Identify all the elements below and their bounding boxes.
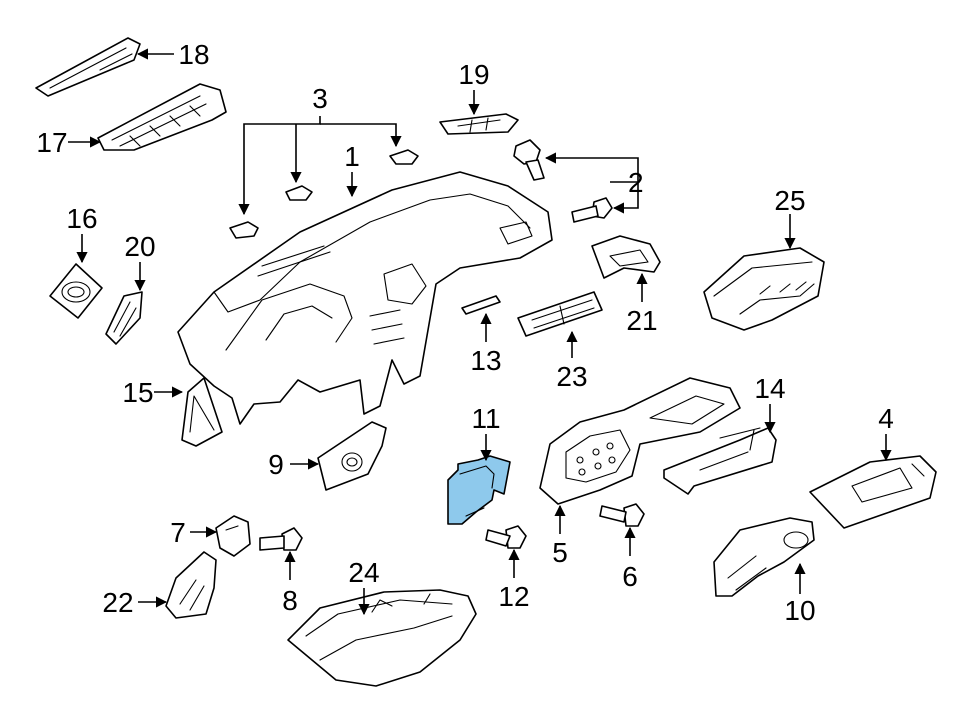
callout-15: 15 xyxy=(122,377,153,408)
part-2-bolts xyxy=(513,139,613,223)
part-16-switch-bezel xyxy=(49,263,103,319)
part-12-bolt xyxy=(485,525,527,549)
callout-7: 7 xyxy=(170,517,186,548)
callout-24: 24 xyxy=(348,557,379,588)
part-21-side-vent xyxy=(591,235,661,279)
part-4-trim-bezel xyxy=(809,455,937,529)
callout-3: 3 xyxy=(312,83,328,114)
part-11-bracket-highlighted xyxy=(447,455,511,525)
callout-21: 21 xyxy=(626,305,657,336)
callout-23: 23 xyxy=(556,361,587,392)
part-3-clips xyxy=(229,149,419,239)
part-5-instrument-cluster xyxy=(539,377,741,505)
callout-4: 4 xyxy=(878,403,894,434)
callout-labels: 1 2 3 4 5 6 7 8 9 10 11 12 13 14 15 16 1… xyxy=(36,39,893,626)
part-22-side-trim xyxy=(165,551,217,619)
callout-8: 8 xyxy=(282,585,298,616)
leader-lines xyxy=(68,48,892,616)
callout-17: 17 xyxy=(36,127,67,158)
callout-22: 22 xyxy=(102,587,133,618)
part-6-bolt xyxy=(599,503,645,527)
part-15-end-cap xyxy=(181,377,223,447)
part-17-defroster-grille xyxy=(97,83,227,151)
part-7-connector xyxy=(215,515,251,557)
callout-2: 2 xyxy=(628,167,644,198)
callout-12: 12 xyxy=(498,581,529,612)
part-19-vent xyxy=(439,113,519,135)
part-24-glove-box xyxy=(287,589,477,687)
part-23-center-vent xyxy=(517,291,603,337)
part-10-lower-bracket xyxy=(713,517,815,597)
callout-6: 6 xyxy=(622,561,638,592)
part-14-bracket xyxy=(663,427,777,495)
callout-9: 9 xyxy=(268,449,284,480)
callout-20: 20 xyxy=(124,231,155,262)
part-25-airbag-module xyxy=(703,247,825,331)
callout-10: 10 xyxy=(784,595,815,626)
part-9-switch-module xyxy=(317,421,387,491)
callout-14: 14 xyxy=(754,373,785,404)
part-13-small-cover xyxy=(461,295,501,315)
callout-11: 11 xyxy=(471,403,500,434)
callout-5: 5 xyxy=(552,537,568,568)
part-18-trim-strip xyxy=(35,37,141,97)
part-8-bolt xyxy=(259,527,303,551)
callout-19: 19 xyxy=(458,59,489,90)
callout-18: 18 xyxy=(178,39,209,70)
callout-1: 1 xyxy=(344,141,360,172)
callout-25: 25 xyxy=(774,185,805,216)
callout-13: 13 xyxy=(470,345,501,376)
callout-16: 16 xyxy=(66,203,97,234)
part-20-side-cover xyxy=(105,291,143,345)
part-1-instrument-panel xyxy=(177,171,553,425)
